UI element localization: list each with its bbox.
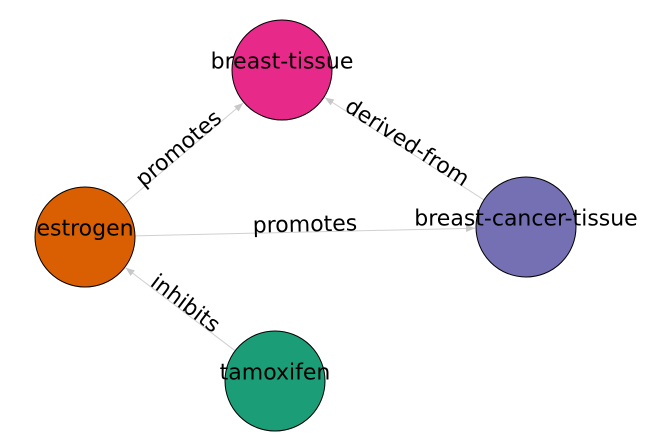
edge-estrogen-to-breast-cancer-tissue xyxy=(134,224,476,237)
edges-layer xyxy=(122,97,485,352)
edge-breast-cancer-tissue-to-breast-tissue xyxy=(324,97,485,201)
edge-label-derived-from: derived-from xyxy=(340,94,473,192)
node-tamoxifen xyxy=(224,330,326,432)
nodes-layer xyxy=(34,19,577,432)
labels-layer: promotes derived-from promotes inhibits brea… xyxy=(36,50,637,386)
node-breast-cancer-tissue xyxy=(475,176,577,278)
node-estrogen xyxy=(34,186,136,288)
node-label-estrogen: estrogen xyxy=(36,217,133,242)
node-label-tamoxifen: tamoxifen xyxy=(220,361,331,386)
edge-label-promotes: promotes xyxy=(252,211,357,238)
edge-estrogen-to-breast-tissue xyxy=(122,102,244,206)
edge-tamoxifen-to-estrogen xyxy=(125,267,236,352)
node-breast-tissue xyxy=(231,19,333,121)
node-label-breast-cancer-tissue: breast-cancer-tissue xyxy=(414,207,637,232)
edge-label-inhibits: inhibits xyxy=(145,270,224,338)
edge-label-promotes: promotes xyxy=(131,106,227,193)
node-label-breast-tissue: breast-tissue xyxy=(211,50,354,75)
